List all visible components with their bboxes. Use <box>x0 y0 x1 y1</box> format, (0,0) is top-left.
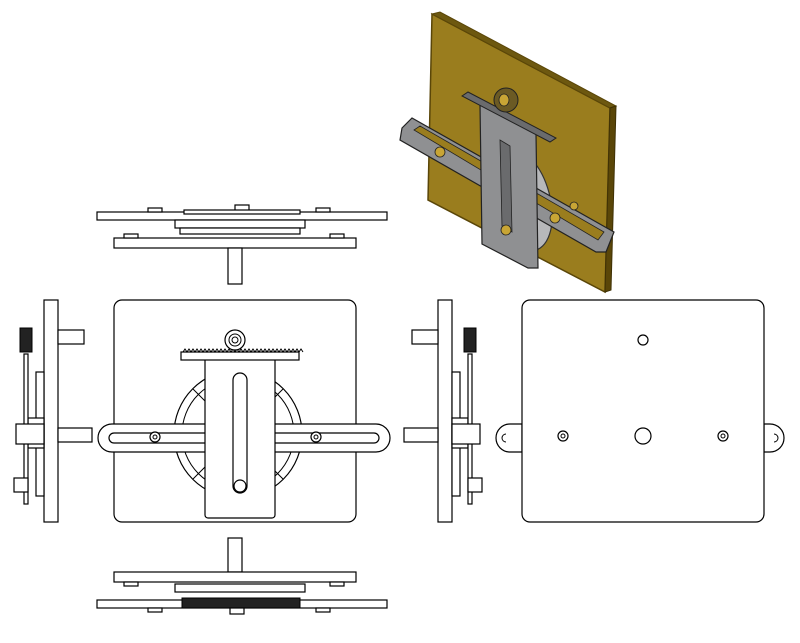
hole-top-rear <box>637 334 649 346</box>
rack-bottom <box>181 597 301 609</box>
top-view <box>96 204 388 285</box>
shaft-left <box>57 427 93 443</box>
rack-front <box>180 351 300 361</box>
pinion-hub-iso <box>498 93 510 107</box>
base-plate-rear <box>521 299 765 523</box>
pin-stub-top <box>315 207 331 213</box>
pin-far-iso <box>569 201 579 211</box>
hole-left-rear <box>557 430 569 442</box>
standoff-bottom <box>329 581 345 587</box>
vertical-slot-front <box>232 372 248 494</box>
rack-top <box>183 209 301 215</box>
hole-left-core <box>560 433 566 439</box>
pinion-inner <box>228 333 242 347</box>
pin-center-iso <box>500 224 512 236</box>
pinion-right <box>463 327 477 353</box>
arm-slot-end-right <box>773 433 779 443</box>
isometric-view <box>399 11 618 294</box>
pin-left-front <box>149 431 161 443</box>
pinion-front <box>224 329 246 351</box>
standoff-right-top <box>411 329 439 345</box>
pin-left-core <box>152 434 158 440</box>
hole-center-rear <box>634 427 652 445</box>
pin-stub-bottom <box>315 607 331 613</box>
shaft-bottom <box>227 537 243 573</box>
hole-right-core <box>720 433 726 439</box>
shaft-top <box>227 247 243 285</box>
standoff-top <box>123 233 139 239</box>
rack-teeth <box>182 348 304 353</box>
pin-left-iso <box>434 146 446 158</box>
pin-right-front <box>310 431 322 443</box>
base-plate-left <box>43 299 59 523</box>
vertical-slide-bottom <box>174 583 306 593</box>
pin-right-iso <box>549 212 561 224</box>
pin-lower-left <box>13 477 29 493</box>
rack-iso <box>461 91 557 143</box>
pin-right-core <box>313 434 319 440</box>
front-view <box>97 299 391 523</box>
standoff-bottom <box>123 581 139 587</box>
right-side-view <box>403 299 483 523</box>
pinion-stub-bottom <box>229 607 245 615</box>
pin-center-front <box>233 479 247 493</box>
arm-end-right-rear <box>763 423 785 453</box>
pin-left-side <box>15 423 45 445</box>
pin-stub-top <box>147 207 163 213</box>
arm-slot-end-left <box>501 433 507 443</box>
pin-right-side <box>451 423 481 445</box>
left-side-view <box>13 299 93 523</box>
standoff-left-top <box>57 329 85 345</box>
standoff-top <box>329 233 345 239</box>
arm-end-left-rear <box>495 423 523 453</box>
arm-slot-left <box>108 432 220 444</box>
bottom-view <box>96 537 388 615</box>
pin-lower-right <box>467 477 483 493</box>
pin-stub-bottom <box>147 607 163 613</box>
base-plate-top <box>113 237 357 249</box>
wheel-top <box>179 227 301 235</box>
pinion-left <box>19 327 33 353</box>
vertical-slide-slot-iso <box>499 139 513 233</box>
pinion-bore <box>231 336 239 344</box>
shaft-right <box>403 427 439 443</box>
vertical-slide-top <box>174 219 306 229</box>
hole-right-rear <box>717 430 729 442</box>
base-plate-right <box>437 299 453 523</box>
rear-view <box>495 299 785 523</box>
base-plate-bottom <box>113 571 357 583</box>
